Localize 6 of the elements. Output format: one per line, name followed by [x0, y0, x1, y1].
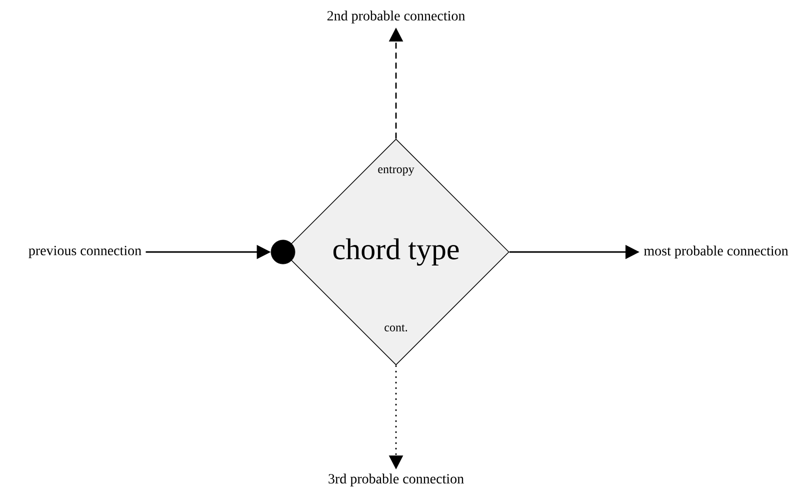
connection-label: 3rd probable connection [328, 474, 464, 486]
connection-label: 2nd probable connection [327, 10, 465, 24]
connection-label: previous connection [28, 246, 142, 258]
connection-label: most probable connection [644, 246, 788, 258]
diamond-label: entropy [378, 166, 414, 176]
diamond-label: cont. [384, 324, 408, 332]
